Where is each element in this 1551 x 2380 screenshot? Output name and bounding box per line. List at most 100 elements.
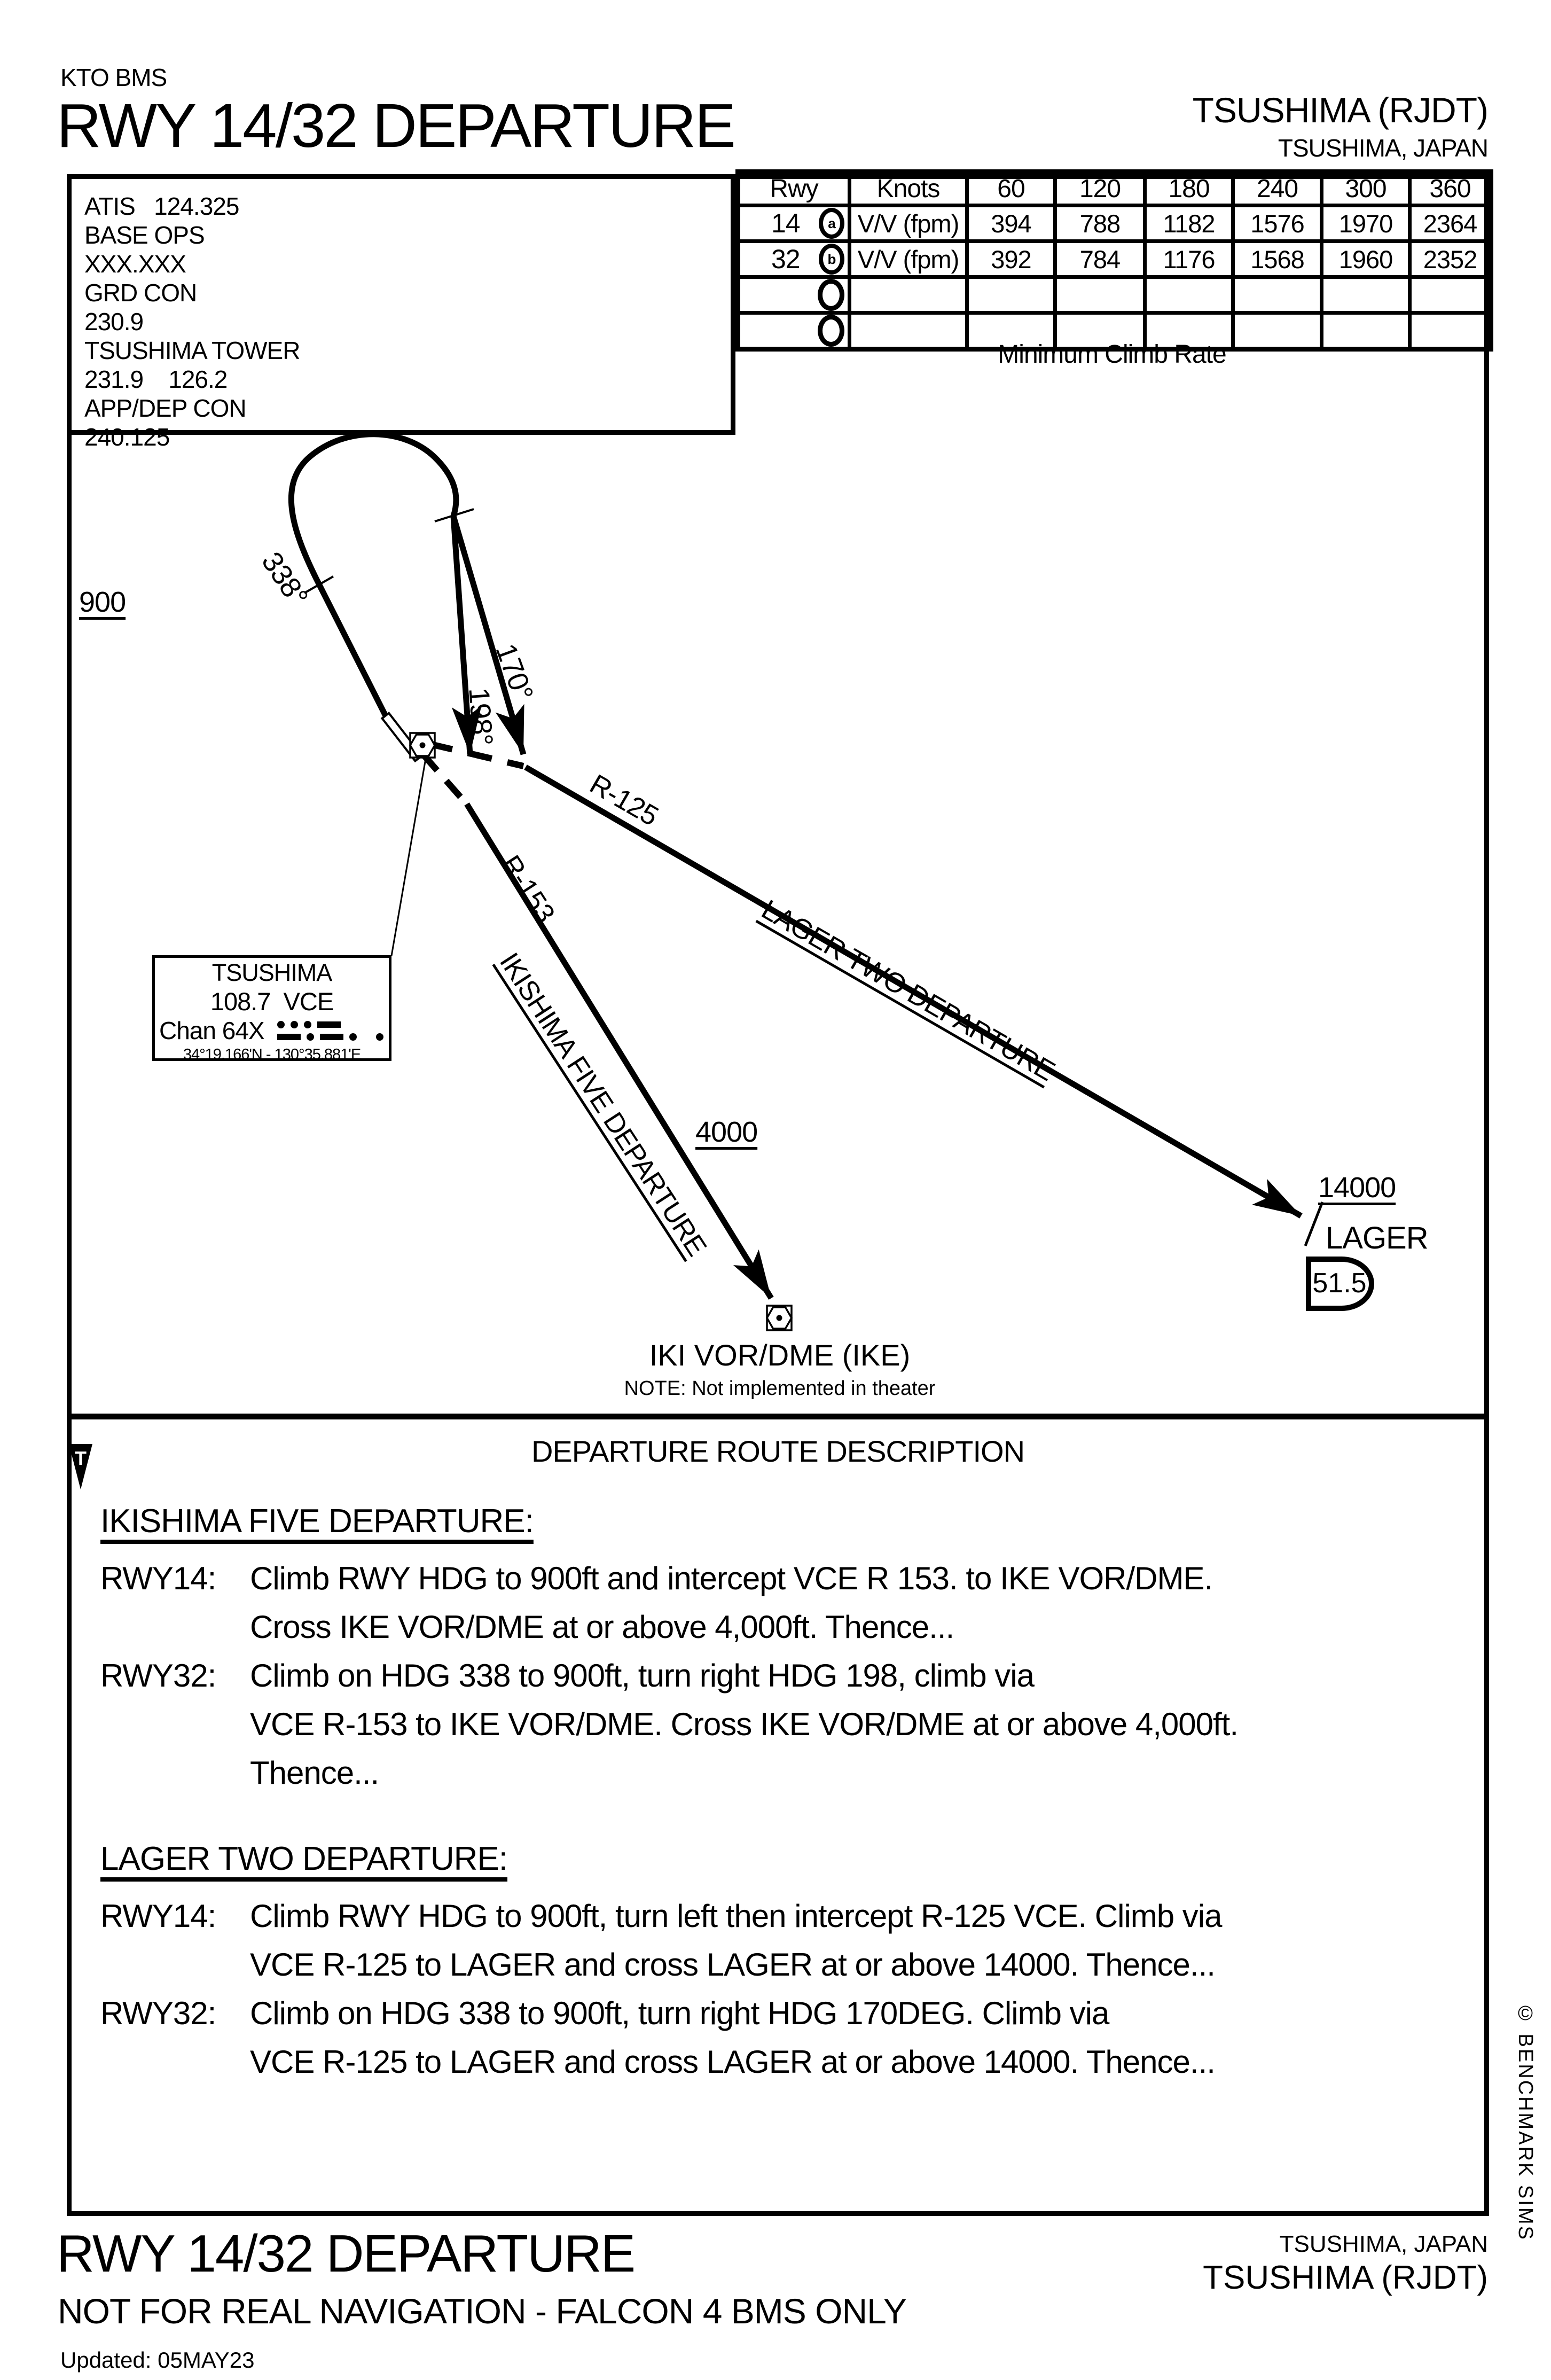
r125-route-line	[524, 764, 1303, 1219]
rwy32-climb-loop-path	[288, 431, 459, 717]
climb-value	[965, 275, 1057, 315]
table-row	[736, 275, 1493, 315]
lager-fix-tick	[1304, 1201, 1324, 1246]
comm-line: BASE OPS	[84, 221, 205, 249]
table-row	[736, 311, 1493, 351]
altitude-tick-900	[304, 575, 334, 594]
dme-distance-box	[1306, 1257, 1374, 1311]
climb-value: 788	[1053, 204, 1147, 243]
climb-value: 392	[965, 239, 1057, 279]
vor-leader-line	[390, 758, 427, 956]
morse-code-icon	[277, 1020, 383, 1041]
climb-value	[1408, 311, 1493, 351]
table-caption: Minimum Climb Rate	[998, 340, 1226, 369]
climb-value	[1053, 275, 1147, 315]
r153-route-line	[464, 802, 774, 1300]
iki-vor-note: NOTE: Not implemented in theater	[624, 1377, 936, 1400]
climb-value: 2352	[1408, 239, 1493, 279]
vce-vor-icon	[409, 732, 436, 759]
col-header: Rwy	[736, 170, 851, 207]
altitude-label-14000: 14000	[1318, 1172, 1396, 1204]
climb-value	[1053, 311, 1147, 351]
climb-value: 1182	[1143, 204, 1235, 243]
section-divider	[67, 1414, 1489, 1419]
route-description-line: VCE R-125 to LAGER and cross LAGER at or…	[250, 2044, 1216, 2080]
comm-line: 240.125	[84, 423, 170, 451]
vv-label: V/V (fpm)	[848, 239, 969, 279]
route-description-line: VCE R-125 to LAGER and cross LAGER at or…	[250, 1947, 1216, 1983]
climb-value: 1176	[1143, 239, 1235, 279]
route-description-line: RWY32:Climb on HDG 338 to 900ft, turn ri…	[100, 1995, 1109, 2031]
col-header: 240	[1231, 170, 1323, 207]
comm-line: 230.9	[84, 308, 144, 335]
climb-value: 2364	[1408, 204, 1493, 243]
lager-fix-label: LAGER	[1326, 1221, 1429, 1255]
rwy14-dashed-transition-r125	[427, 740, 524, 769]
route-description-line: RWY14:Climb RWY HDG to 900ft, turn left …	[100, 1898, 1223, 1934]
climb-value	[1231, 275, 1323, 315]
rwy14-dashed-transition-r153	[420, 752, 468, 805]
route-description-line: Thence...	[250, 1755, 379, 1791]
comm-line: ATIS 124.325	[84, 192, 239, 220]
vor-name: TSUSHIMA	[212, 959, 333, 986]
section-title: IKISHIMA FIVE DEPARTURE:	[100, 1503, 534, 1540]
runway-number: 32	[771, 244, 801, 274]
col-header: 300	[1320, 170, 1412, 207]
hdg-198-arrow	[450, 516, 482, 755]
footer-airport-name: TSUSHIMA (RJDT)	[1203, 2259, 1488, 2296]
climb-value	[1408, 275, 1493, 315]
lager-departure-description: LAGER TWO DEPARTURE: RWY14:Climb RWY HDG…	[100, 1840, 1468, 2086]
climb-value: 1960	[1320, 239, 1412, 279]
runway-number: 14	[771, 208, 801, 238]
iki-vor-label: IKI VOR/DME (IKE)	[649, 1338, 911, 1372]
copyright-notice: © BENCHMARK SIMS	[1514, 2002, 1537, 2241]
climb-value	[1143, 275, 1235, 315]
ikishima-departure-description: IKISHIMA FIVE DEPARTURE: RWY14:Climb RWY…	[100, 1502, 1468, 1797]
vor-info-box: TSUSHIMA 108.7 VCE Chan 64X 34°19.166'N …	[152, 955, 391, 1063]
col-header: 60	[965, 170, 1057, 207]
route-description-line: VCE R-153 to IKE VOR/DME. Cross IKE VOR/…	[250, 1706, 1239, 1742]
page-title: RWY 14/32 DEPARTURE	[57, 91, 736, 160]
route-description-line: Cross IKE VOR/DME at or above 4,000ft. T…	[250, 1609, 954, 1645]
org-label: KTO BMS	[60, 64, 167, 91]
climb-value: 1568	[1231, 239, 1323, 279]
hdg-170-arrow	[450, 515, 527, 755]
header-city: TSUSHIMA, JAPAN	[1278, 134, 1489, 162]
col-header: 180	[1143, 170, 1235, 207]
vor-coordinates: 34°19.166'N - 130°35.881'E	[183, 1046, 361, 1063]
vv-label	[848, 311, 969, 351]
route-description-line: RWY32:Climb on HDG 338 to 900ft, turn ri…	[100, 1658, 1035, 1694]
comm-line: APP/DEP CON	[84, 394, 247, 422]
svg-text:T: T	[75, 1447, 87, 1469]
footer-title: RWY 14/32 DEPARTURE	[57, 2224, 636, 2283]
climb-value: 394	[965, 204, 1057, 243]
climb-value	[1320, 311, 1412, 351]
climb-value	[1320, 275, 1412, 315]
empty-circle-icon	[818, 315, 844, 347]
altitude-label-4000: 4000	[695, 1116, 758, 1148]
updated-date: Updated: 05MAY23	[60, 2347, 255, 2373]
navigation-warning: NOT FOR REAL NAVIGATION - FALCON 4 BMS O…	[58, 2291, 907, 2331]
col-header: 360	[1408, 170, 1493, 207]
comm-line: XXX.XXX	[84, 250, 186, 278]
vv-label: V/V (fpm)	[848, 204, 969, 243]
climb-value	[1231, 311, 1323, 351]
table-header-row: Rwy Knots 60 120 180 240 300 360	[736, 170, 1493, 207]
climb-value: 784	[1053, 239, 1147, 279]
takeoff-minimums-pennant-icon: T	[69, 1444, 92, 1489]
vv-label	[848, 275, 969, 315]
col-header: Knots	[848, 170, 969, 207]
lager-dme-value: 51.5	[1312, 1268, 1367, 1299]
footer-city: TSUSHIMA, JAPAN	[1279, 2231, 1488, 2257]
climb-value: 1576	[1231, 204, 1323, 243]
empty-circle-icon	[818, 279, 844, 311]
turn-point-tick	[434, 508, 474, 522]
comm-line: GRD CON	[84, 279, 197, 307]
description-heading: DEPARTURE ROUTE DESCRIPTION	[531, 1434, 1025, 1468]
comm-line: TSUSHIMA TOWER	[84, 337, 300, 364]
heading-label-198: 198°	[463, 686, 499, 746]
